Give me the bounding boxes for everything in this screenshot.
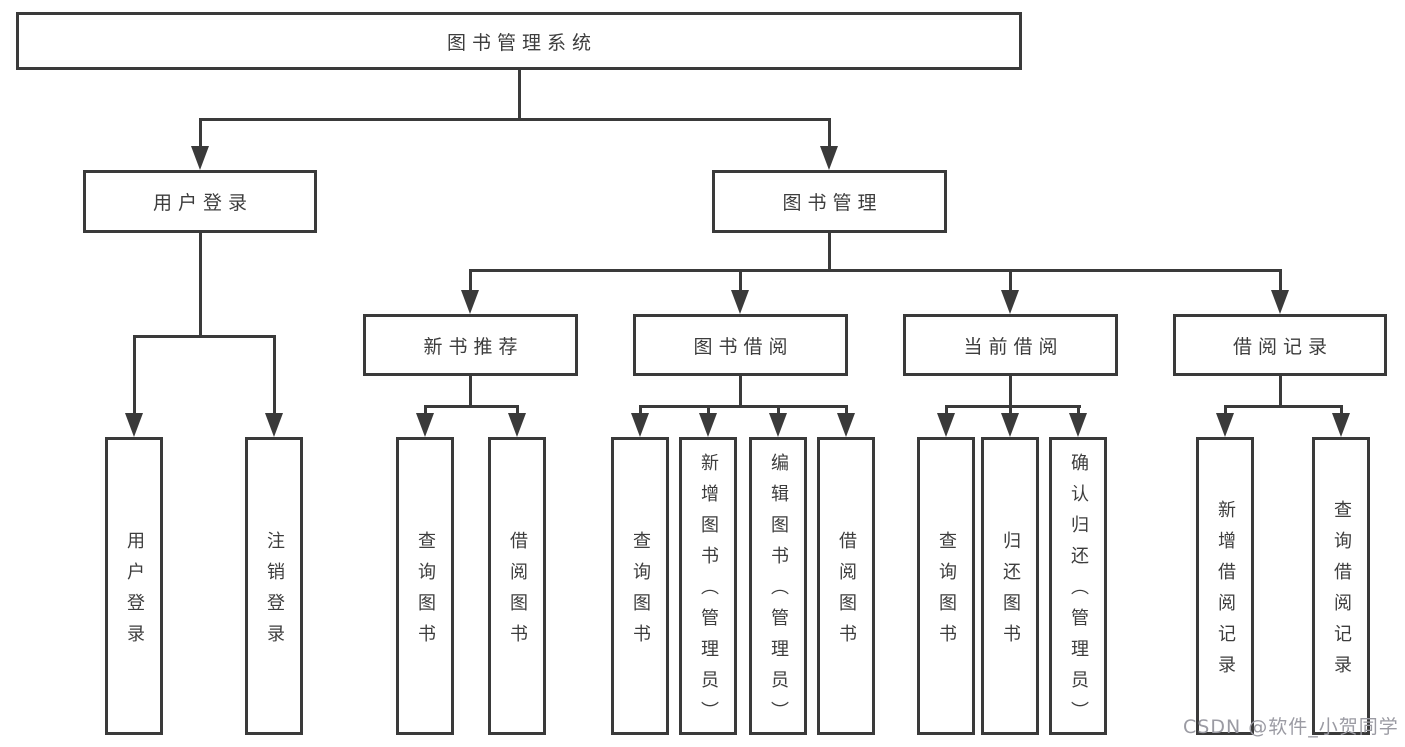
connector-line [828,118,831,150]
connector-line [199,118,202,150]
leaf-cb-return-books: 归还图书 [981,437,1039,735]
connector-line [1224,405,1342,408]
connector-line [777,405,780,417]
leaf-nbr-query-books: 查询图书 [396,437,454,735]
arrowhead-down-icon [508,413,526,437]
connector-line [199,118,831,121]
connector-line [639,405,642,417]
connector-line [739,376,742,408]
connector-line [707,405,710,417]
arrowhead-down-icon [265,413,283,437]
connector-line [845,405,848,417]
leaf-logout: 注销登录 [245,437,303,735]
connector-line [1009,269,1012,294]
node-new-book-recommend: 新书推荐 [363,314,578,376]
arrowhead-down-icon [1271,290,1289,314]
connector-line [1340,405,1343,417]
connector-line [469,269,472,294]
connector-line [424,405,427,417]
arrowhead-down-icon [937,413,955,437]
connector-line [469,376,472,408]
node-user-login: 用户登录 [83,170,317,233]
arrowhead-down-icon [769,413,787,437]
connector-line [639,405,847,408]
arrowhead-down-icon [1332,413,1350,437]
node-book-borrow: 图书借阅 [633,314,848,376]
connector-line [424,405,519,408]
arrowhead-down-icon [699,413,717,437]
arrowhead-down-icon [820,146,838,170]
connector-line [739,269,742,294]
connector-line [1009,376,1012,408]
arrowhead-down-icon [1216,413,1234,437]
connector-line [1009,405,1012,417]
leaf-bb-add-books-admin: 新增图书（管理员） [679,437,737,735]
connector-line [945,405,1081,408]
arrowhead-down-icon [837,413,855,437]
arrowhead-down-icon [125,413,143,437]
leaf-bb-edit-books-admin: 编辑图书（管理员） [749,437,807,735]
node-book-management: 图书管理 [712,170,947,233]
connector-line [945,405,948,417]
connector-line [133,335,136,417]
connector-line [828,233,831,272]
leaf-br-query-record: 查询借阅记录 [1312,437,1370,735]
arrowhead-down-icon [631,413,649,437]
leaf-user-login: 用户登录 [105,437,163,735]
leaf-nbr-borrow-books: 借阅图书 [488,437,546,735]
node-borrow-record: 借阅记录 [1173,314,1387,376]
watermark-text: CSDN @软件_小贺同学 [1183,716,1399,738]
node-current-borrow: 当前借阅 [903,314,1118,376]
connector-line [133,335,276,338]
arrowhead-down-icon [1001,413,1019,437]
arrowhead-down-icon [461,290,479,314]
connector-line [516,405,519,417]
connector-line [1279,376,1282,408]
connector-line [469,269,1281,272]
arrowhead-down-icon [1001,290,1019,314]
leaf-bb-query-books: 查询图书 [611,437,669,735]
leaf-br-add-record: 新增借阅记录 [1196,437,1254,735]
connector-line [1279,269,1282,294]
arrowhead-down-icon [416,413,434,437]
connector-line [199,233,202,338]
arrowhead-down-icon [731,290,749,314]
connector-line [1077,405,1080,417]
connector-line [273,335,276,417]
leaf-cb-confirm-return-admin: 确认归还（管理员） [1049,437,1107,735]
connector-line [518,70,521,120]
node-root: 图书管理系统 [16,12,1022,70]
connector-line [1224,405,1227,417]
leaf-bb-borrow-books: 借阅图书 [817,437,875,735]
arrowhead-down-icon [191,146,209,170]
leaf-cb-query-books: 查询图书 [917,437,975,735]
arrowhead-down-icon [1069,413,1087,437]
